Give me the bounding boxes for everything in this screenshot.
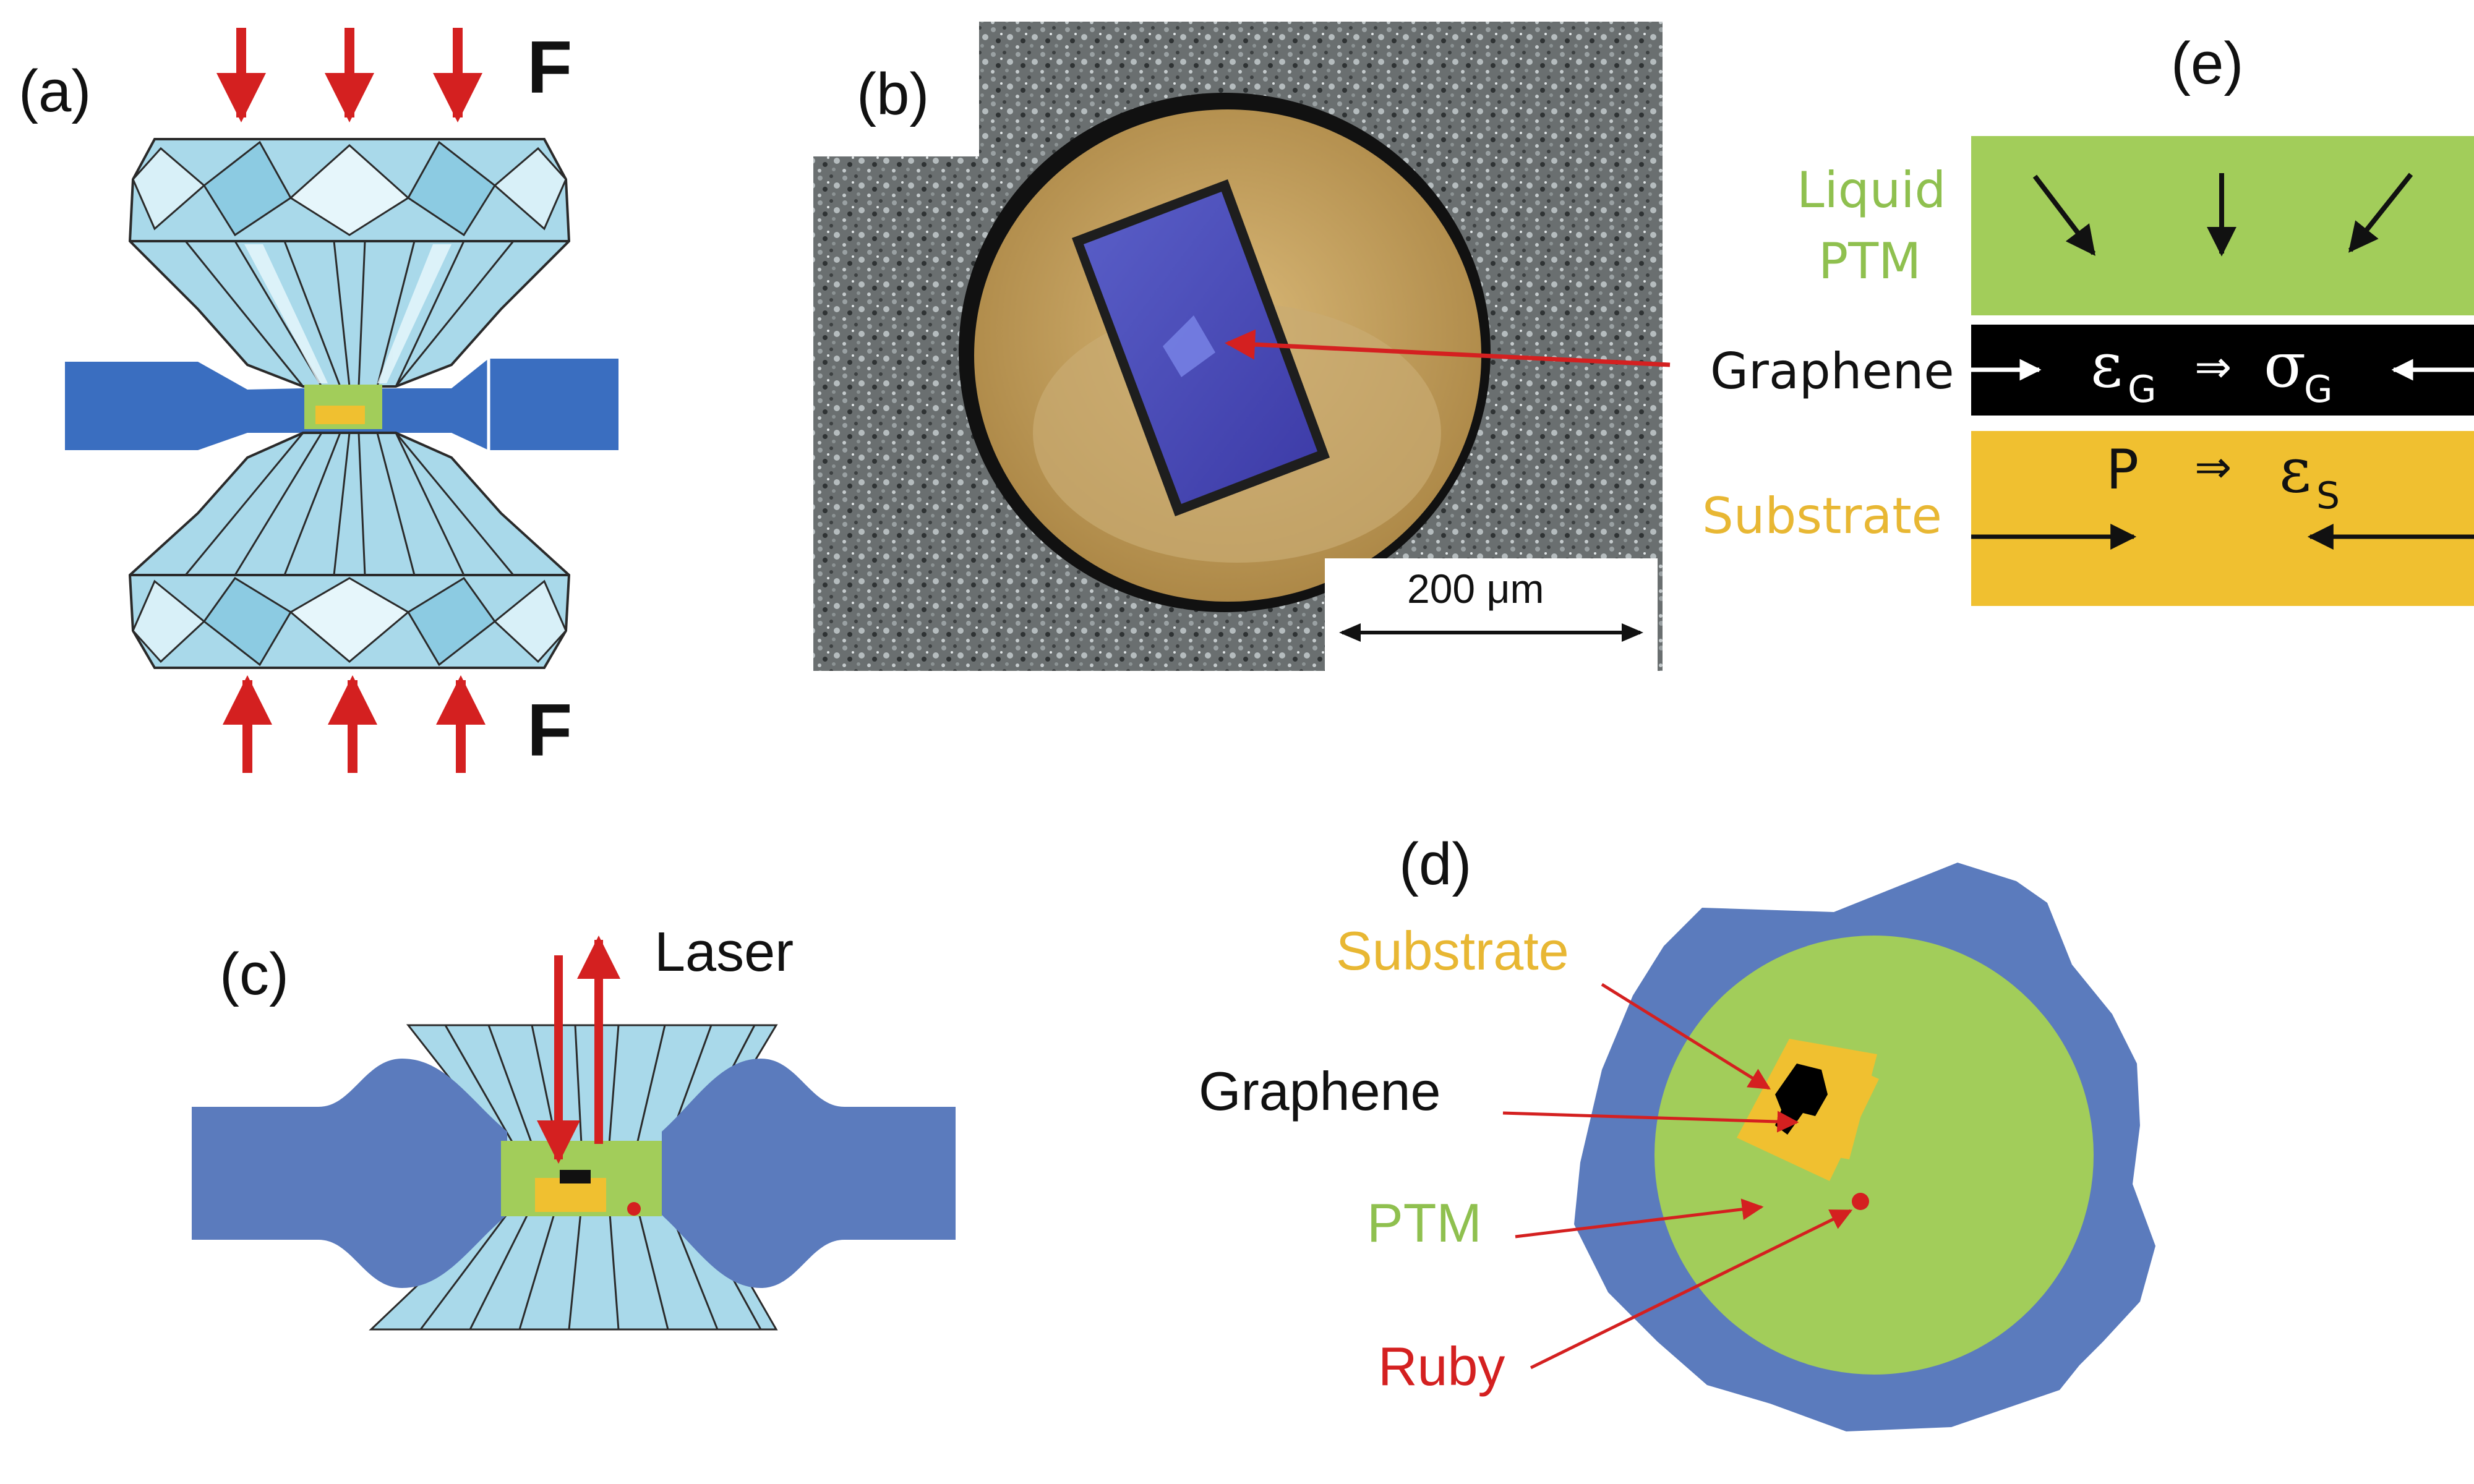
panel-a-label: (a) xyxy=(19,58,91,124)
substrate-pointer xyxy=(1601,983,1771,1090)
graphene-pointer-b xyxy=(1225,329,1671,367)
sigma-subscript-g: G xyxy=(2304,368,2333,411)
ptm-chamber-d xyxy=(1654,936,2094,1375)
graphene-equation: ε G ⇒ σ G xyxy=(2091,329,2333,411)
force-label-bottom: F xyxy=(527,689,572,772)
gasket-a xyxy=(65,359,618,450)
liquid-label-line2: PTM xyxy=(1818,232,1921,290)
laser-label: Laser xyxy=(654,921,794,983)
graphene-layer xyxy=(1971,325,2474,416)
pressure-arrows-liquid xyxy=(2032,173,2413,257)
graphene-label-e: Graphene xyxy=(1710,343,1954,400)
pressure-arrow-1 xyxy=(2032,174,2096,256)
panel-d: (d) Substrate Graphene PTM Ruby xyxy=(1199,831,2155,1431)
pressure-arrow-3 xyxy=(2348,173,2413,253)
pressure-symbol: P xyxy=(2106,438,2139,501)
bottom-diamond xyxy=(128,432,571,669)
substrate-label-e: Substrate xyxy=(1702,487,1942,545)
substrate-label-d: Substrate xyxy=(1336,920,1569,981)
graphene-c xyxy=(560,1170,591,1183)
sigma-symbol-g: σ xyxy=(2264,329,2306,401)
ruby-c xyxy=(627,1202,641,1216)
substrate-a xyxy=(315,406,365,424)
pointer-arrows-d xyxy=(1502,983,1853,1370)
implies-symbol-g: ⇒ xyxy=(2194,341,2232,393)
panel-b-label: (b) xyxy=(857,61,929,127)
panel-e: (e) Liquid PTM Graphene ε G ⇒ σ G Substr… xyxy=(1702,30,2474,606)
substrate-equation: P ⇒ ε S xyxy=(2106,434,2340,518)
ptm-label-d: PTM xyxy=(1367,1192,1482,1253)
top-diamond xyxy=(128,138,571,388)
graphene-label-d: Graphene xyxy=(1199,1060,1440,1122)
laser-arrows xyxy=(537,936,620,1164)
implies-symbol-s: ⇒ xyxy=(2194,441,2232,493)
scale-bar-label: 200 μm xyxy=(1407,566,1544,612)
force-label-top: F xyxy=(527,26,572,109)
epsilon-subscript-s: S xyxy=(2316,474,2340,518)
panel-a: (a) F xyxy=(19,26,618,773)
ruby-label-d: Ruby xyxy=(1378,1336,1505,1397)
gasket-c xyxy=(192,1059,956,1288)
panel-c: (c) xyxy=(192,921,956,1331)
substrate-c xyxy=(535,1178,606,1212)
epsilon-symbol-g: ε xyxy=(2091,329,2123,401)
scale-bar-b: 200 μm xyxy=(1325,558,1658,671)
force-arrows-bottom xyxy=(223,675,486,773)
force-arrows-top xyxy=(216,28,482,122)
liquid-label-line1: Liquid xyxy=(1797,161,1946,219)
panel-b: (b) 200 μm xyxy=(813,22,1671,671)
micrograph-label-box xyxy=(813,22,979,156)
micrograph-substrate xyxy=(1072,179,1330,516)
panel-d-label: (d) xyxy=(1399,831,1471,897)
epsilon-subscript-g: G xyxy=(2128,368,2157,411)
ruby-pointer xyxy=(1530,1209,1853,1370)
panel-c-label: (c) xyxy=(220,941,289,1007)
epsilon-symbol-s: ε xyxy=(2279,434,2311,506)
panel-e-label: (e) xyxy=(2171,30,2243,96)
substrate-layer xyxy=(1971,431,2474,606)
ptm-pointer xyxy=(1515,1198,1764,1239)
graphene-pointer-d xyxy=(1502,1111,1799,1133)
ruby-d xyxy=(1852,1193,1869,1210)
